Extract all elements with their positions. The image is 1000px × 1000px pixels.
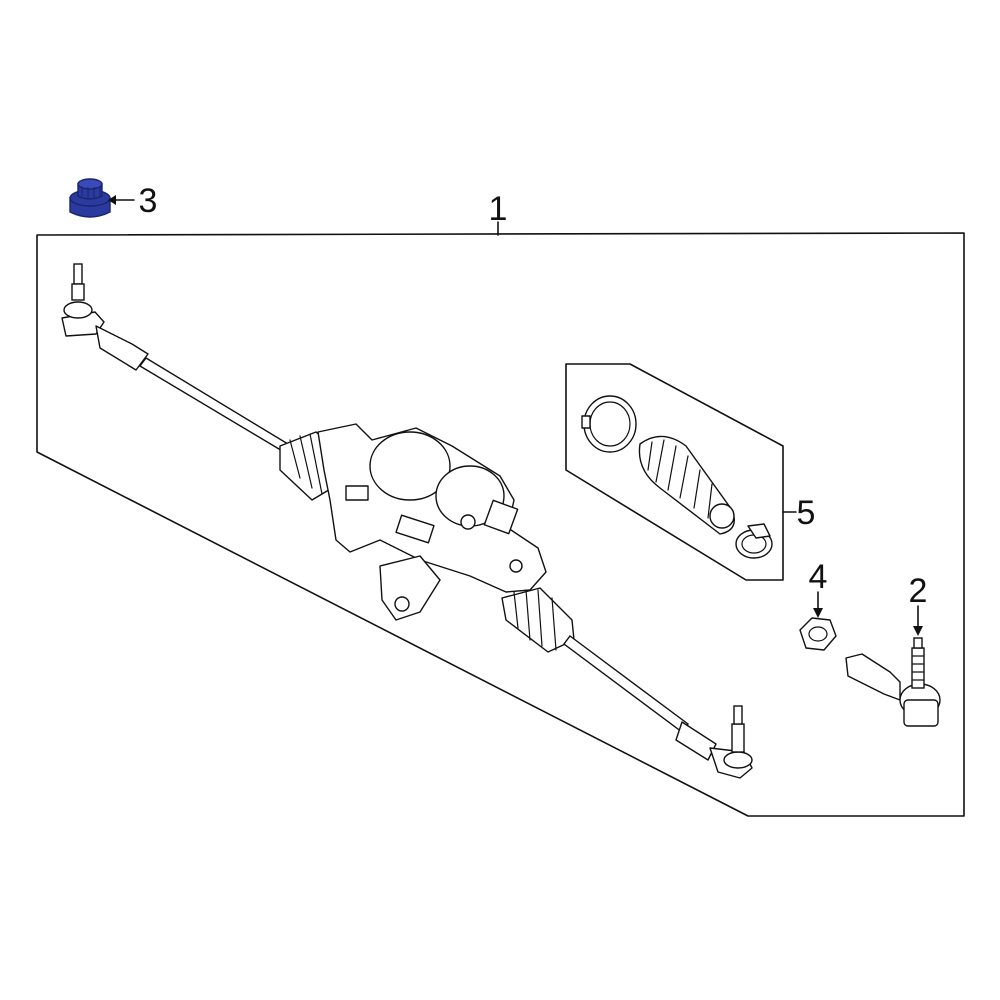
boot-clamp-large [581,395,637,453]
right-bellows-boot [501,587,575,653]
boot-kit-panel [565,363,797,581]
left-tie-rod [61,263,289,453]
grommet-highlighted[interactable] [69,178,111,218]
steering-rack-assembly[interactable] [61,263,753,779]
callout-2-leader [913,605,923,636]
gear-housing [317,423,547,621]
assembly-panel [36,221,965,817]
bellows-boot [638,435,735,535]
callout-5: 5 [797,494,816,532]
callout-3-leader [108,195,135,205]
outer-tie-rod-end[interactable] [845,637,941,727]
callout-4: 4 [809,558,828,596]
callout-1: 1 [489,190,508,228]
callout-2: 2 [909,572,928,610]
right-tie-rod [563,635,753,779]
boot-kit[interactable] [581,395,773,559]
callout-3: 3 [139,182,158,220]
hex-nut[interactable] [799,617,837,651]
callout-4-leader [813,591,823,618]
boot-clamp-small [735,523,773,559]
